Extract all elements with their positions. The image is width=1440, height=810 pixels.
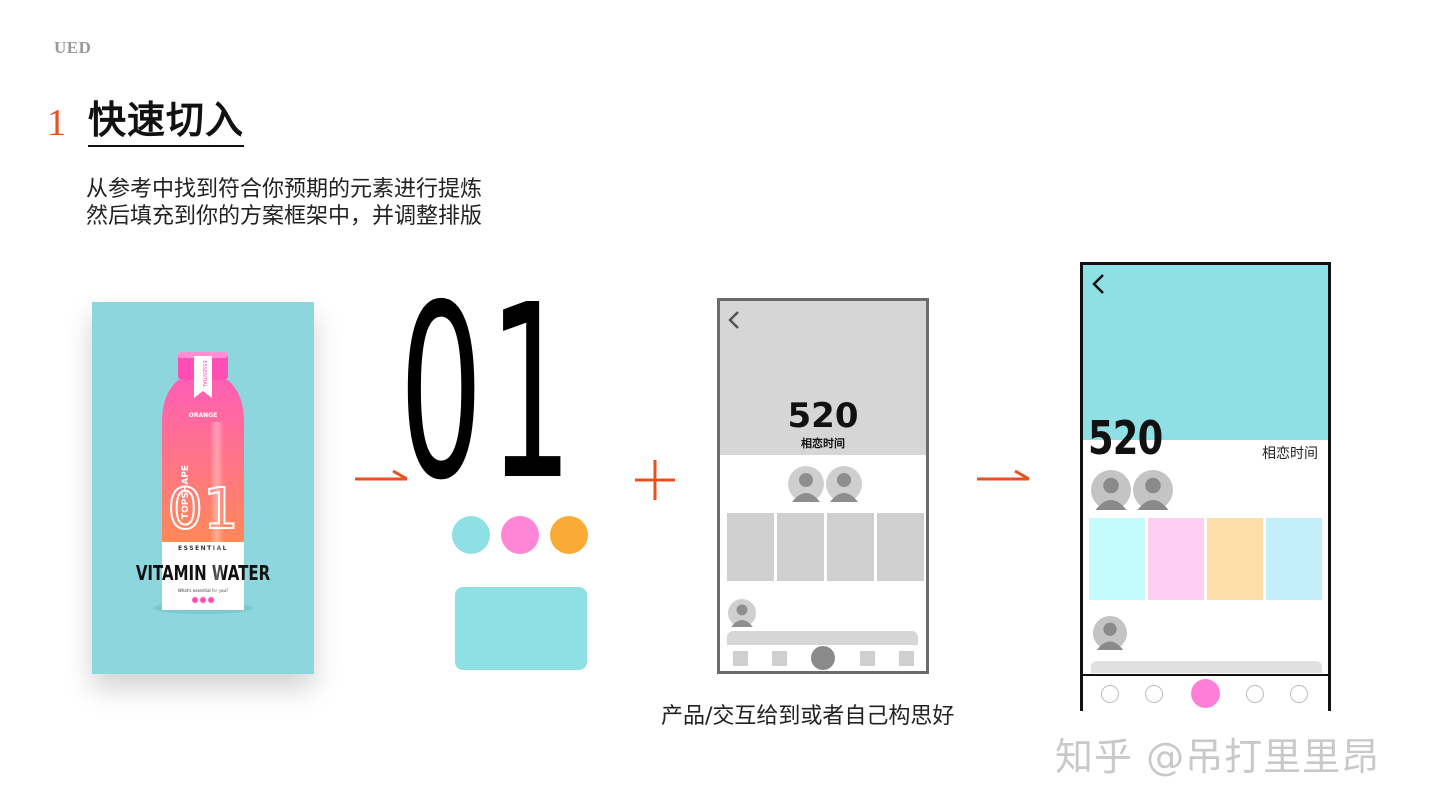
final-tab-icon xyxy=(1290,685,1308,703)
final-card-cyan xyxy=(1089,518,1145,600)
reference-product-photo: ESSENTIAL ORANGE 01 TOPSHAPE ESSENTIAL V… xyxy=(92,302,314,674)
vitamin-water-bottle-illustration: ESSENTIAL ORANGE 01 TOPSHAPE ESSENTIAL V… xyxy=(136,352,271,614)
wireframe-mockup: 520 相恋时间 xyxy=(717,298,929,674)
wireframe-tab-icon xyxy=(860,651,875,666)
color-card-sample xyxy=(455,587,587,670)
bottle-ribbon-text: ESSENTIAL xyxy=(201,360,207,387)
final-card-pink xyxy=(1148,518,1204,600)
description-line-1: 从参考中找到符合你预期的元素进行提炼 xyxy=(86,177,483,202)
wireframe-caption: 产品/交互给到或者自己构思好 xyxy=(661,704,955,729)
wireframe-number: 520 xyxy=(787,396,859,436)
arrow-right-icon xyxy=(355,469,408,481)
final-design-mockup: 520 相恋时间 xyxy=(1080,262,1331,711)
description-line-2: 然后填充到你的方案框架中，并调整排版 xyxy=(86,204,483,229)
final-card-orange xyxy=(1207,518,1263,600)
section-number: 1 xyxy=(47,102,66,144)
avatar-icon xyxy=(728,599,756,627)
final-tab-main-icon xyxy=(1191,679,1220,708)
color-swatch-orange xyxy=(550,516,588,554)
final-tab-icon xyxy=(1145,685,1163,703)
wireframe-header xyxy=(720,301,926,455)
wireframe-content-bar xyxy=(727,631,918,645)
big-number-01: 01 xyxy=(399,253,572,533)
avatar-icon xyxy=(826,466,862,502)
bottle-tagline-text: What's essential for you? xyxy=(178,588,228,593)
color-swatch-pink xyxy=(501,516,539,554)
final-number: 520 xyxy=(1088,411,1163,465)
bottle-brand-text: TOPSHAPE xyxy=(181,465,191,519)
section-title-underline xyxy=(88,145,244,147)
color-swatch-cyan xyxy=(452,516,490,554)
final-header xyxy=(1083,265,1328,440)
final-tab-bar xyxy=(1083,674,1328,711)
final-tab-icon xyxy=(1246,685,1264,703)
avatar-icon xyxy=(788,466,824,502)
bottle-flavor-text: ORANGE xyxy=(189,412,217,419)
final-subtitle: 相恋时间 xyxy=(1262,446,1318,462)
wireframe-card xyxy=(877,513,924,581)
wireframe-tab-icon xyxy=(772,651,787,666)
section-description: 从参考中找到符合你预期的元素进行提炼 然后填充到你的方案框架中，并调整排版 xyxy=(86,176,482,230)
arrow-right-icon xyxy=(977,469,1030,481)
final-tab-icon xyxy=(1101,685,1119,703)
wireframe-tab-main-icon xyxy=(811,646,835,670)
bottle-number-text: 01 xyxy=(167,477,238,542)
chevron-left-icon xyxy=(1092,274,1104,294)
brand-logo: UED xyxy=(54,38,92,57)
avatar-icon xyxy=(1091,470,1131,510)
avatar-icon xyxy=(1133,470,1173,510)
bottle-line-text: ESSENTIAL xyxy=(178,545,228,552)
bottle-name-text: VITAMIN WATER xyxy=(136,562,271,586)
wireframe-subtitle: 相恋时间 xyxy=(801,437,845,450)
final-card-blue xyxy=(1266,518,1322,600)
watermark: 知乎 @吊打里里昂 xyxy=(1055,735,1381,779)
big-number-text: 01 xyxy=(399,253,578,533)
wireframe-card xyxy=(827,513,874,581)
wireframe-card xyxy=(727,513,774,581)
section-title: 快速切入 xyxy=(88,98,245,142)
wireframe-tab-icon xyxy=(733,651,748,666)
plus-icon xyxy=(635,460,675,500)
avatar-icon xyxy=(1093,616,1127,650)
final-content-bar xyxy=(1091,661,1322,673)
chevron-left-icon xyxy=(728,311,739,329)
wireframe-tab-icon xyxy=(899,651,914,666)
wireframe-card xyxy=(777,513,824,581)
